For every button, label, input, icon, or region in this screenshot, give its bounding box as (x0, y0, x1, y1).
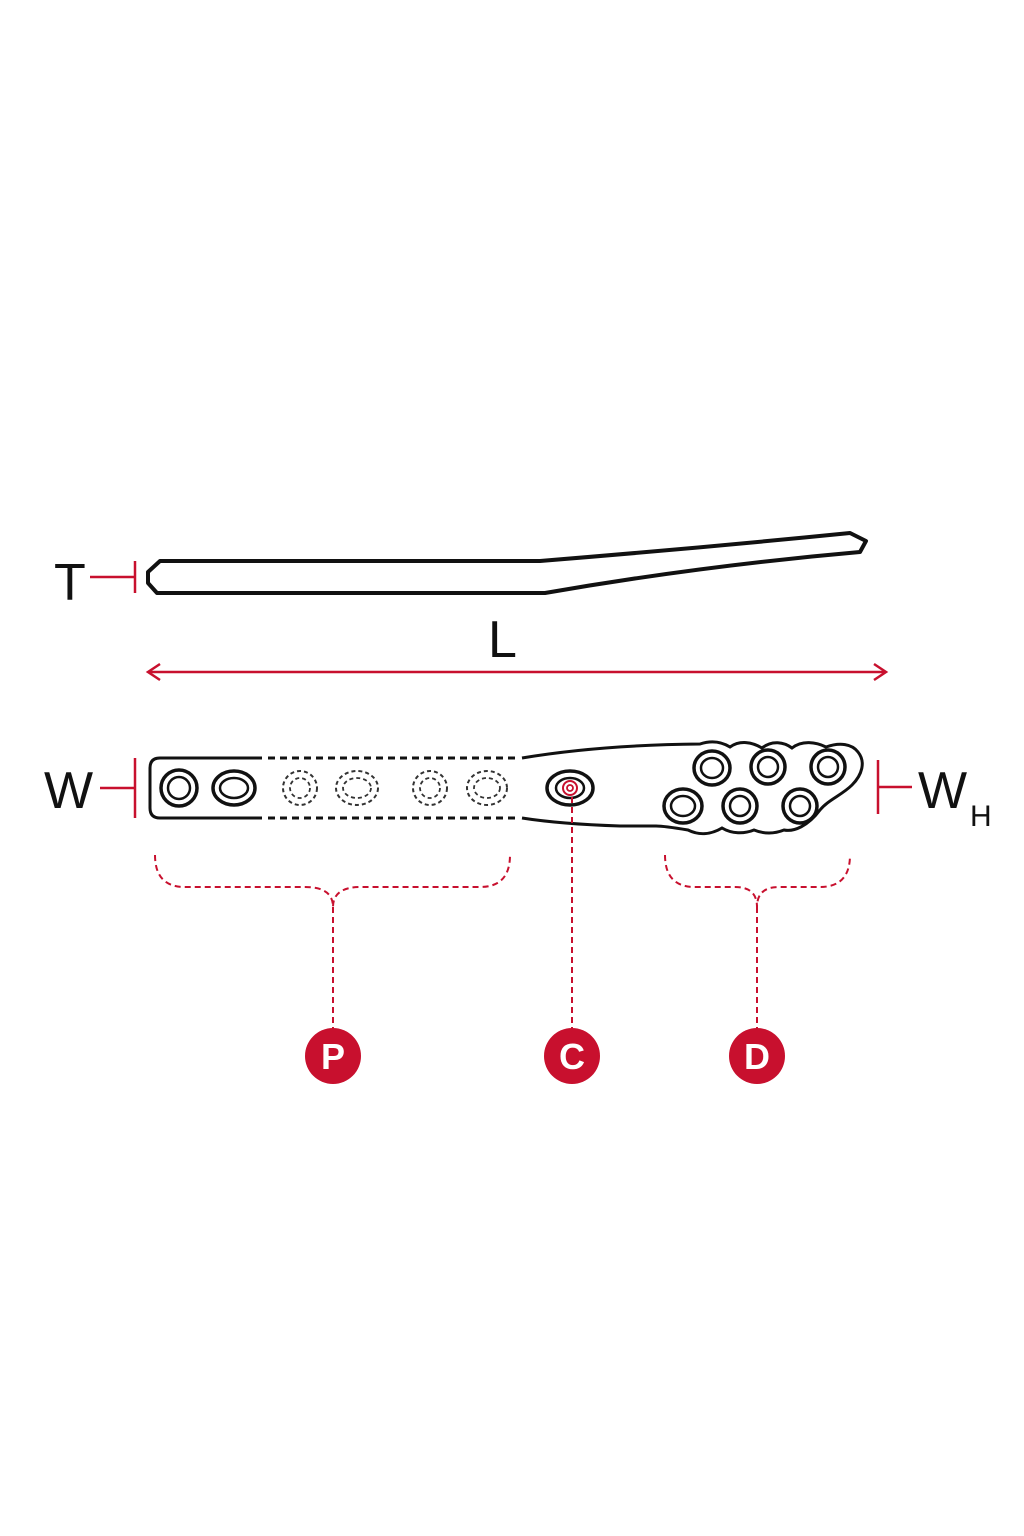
zone-badge-d: D (729, 1028, 785, 1084)
badge-circle (305, 1028, 361, 1084)
plate-hole-inner (788, 794, 812, 818)
length-arrow (145, 662, 889, 682)
width-indicator (100, 758, 137, 818)
plate-hole-inner (699, 756, 725, 780)
plate-hole-inner (669, 794, 697, 818)
center-hole (545, 769, 595, 807)
length-label: L (488, 611, 517, 669)
plate-hole-inner (166, 775, 192, 801)
plate-top-view (148, 740, 864, 836)
center-hole-inner (554, 776, 586, 800)
plate-hole-inner (816, 755, 840, 779)
plate-hole-optional (466, 770, 508, 806)
plate-hole-optional-inner (289, 777, 311, 799)
plate-side-profile (146, 531, 868, 595)
length-arrowhead-left (145, 662, 161, 682)
proximal-holes-dashed (282, 770, 508, 806)
head-width-subscript: H (970, 800, 992, 833)
zone-label-center: C (559, 1036, 585, 1077)
width-label: W (44, 762, 93, 820)
plate-hole-optional (412, 770, 448, 806)
zone-badge-p: P (305, 1028, 361, 1084)
proximal-bracket (154, 854, 511, 908)
zone-badge-c: C (544, 1028, 600, 1084)
head-width-indicator (876, 760, 912, 814)
plate-hole-optional (335, 770, 379, 806)
thickness-label: T (54, 554, 86, 612)
plate-proximal-end (148, 756, 262, 820)
zone-label-proximal: P (321, 1036, 345, 1077)
plate-hole-optional-inner (342, 777, 372, 799)
plate-hole-inner (728, 794, 752, 818)
length-arrowhead-right (873, 662, 889, 682)
plate-distal-head (521, 740, 864, 836)
plate-hole-optional-inner (419, 777, 441, 799)
distal-bracket (664, 854, 851, 908)
plate-hole-optional (282, 770, 318, 806)
proximal-holes-solid (159, 768, 257, 808)
badge-circle (544, 1028, 600, 1084)
head-width-label: W (918, 762, 967, 820)
plate-hole-optional-inner (473, 777, 501, 799)
thickness-indicator (90, 561, 137, 593)
plate-hole-inner (218, 776, 250, 800)
center-marker-dot (566, 784, 574, 792)
proximal-zone-bracket (154, 854, 511, 1030)
badge-circle (729, 1028, 785, 1084)
distal-holes (662, 748, 847, 825)
plate-hole-inner (756, 755, 780, 779)
distal-zone-bracket (664, 854, 851, 1030)
zone-label-distal: D (744, 1036, 770, 1077)
center-marker-ring (562, 780, 578, 796)
plate-side-view (146, 531, 868, 595)
